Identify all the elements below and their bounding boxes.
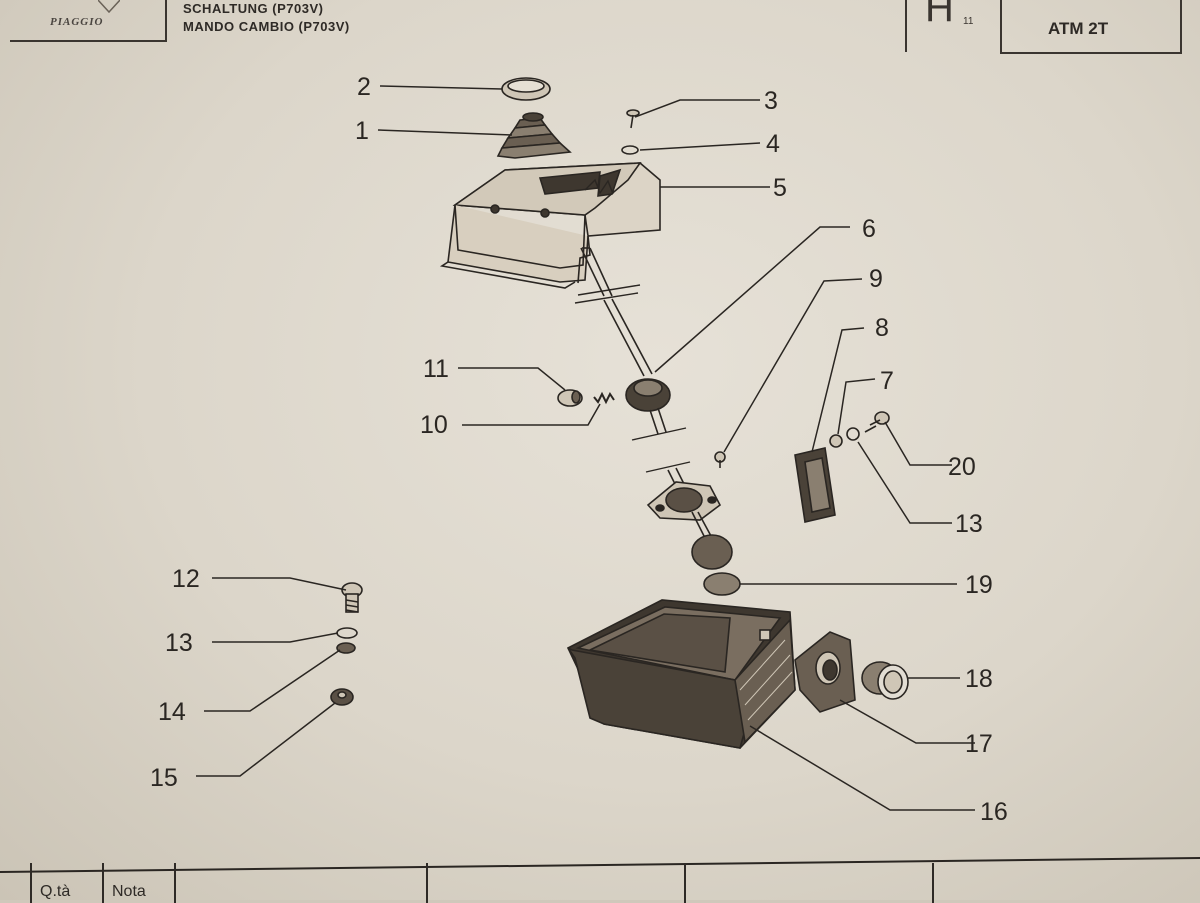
part-10-spring (593, 391, 615, 405)
section-title-german: SCHALTUNG (P703V) (183, 1, 324, 16)
callout-19: 19 (965, 571, 993, 599)
callout-1: 1 (355, 117, 369, 145)
callout-6: 6 (862, 215, 876, 243)
column-6 (932, 863, 1184, 903)
callout-numbers: 2 1 3 4 5 6 9 8 7 11 10 20 13 12 19 13 1… (150, 73, 1008, 826)
section-title-spanish: MANDO CAMBIO (P703V) (183, 19, 350, 34)
page-letter: H (925, 0, 954, 30)
callout-9: 9 (869, 265, 883, 293)
callout-5: 5 (773, 174, 787, 202)
page-header: PIAGGIO SCHALTUNG (P703V) MANDO CAMBIO (… (0, 0, 1200, 60)
callout-13-right: 13 (955, 510, 983, 538)
part-15-nut (330, 688, 354, 706)
callout-8: 8 (875, 314, 889, 342)
part-1-gaiter (496, 112, 572, 159)
callout-16: 16 (980, 798, 1008, 826)
page-number: 11 (963, 16, 974, 27)
callout-17: 17 (965, 730, 993, 758)
page-index-box: H 11 (905, 0, 1002, 52)
part-7-washer (829, 434, 843, 448)
note-column-label: Nota (112, 883, 146, 900)
leader-lines (196, 85, 975, 811)
part-4-washer (621, 145, 639, 155)
brand-name: PIAGGIO (50, 16, 104, 28)
callout-11: 11 (423, 355, 449, 383)
part-19-cap (703, 572, 741, 596)
column-3 (174, 863, 428, 903)
note-column: Nota (102, 863, 176, 903)
parts-table-header: Q.tà Nota (0, 858, 1200, 903)
piaggio-logo-icon (98, 0, 120, 14)
callout-20: 20 (948, 453, 976, 481)
callout-12: 12 (172, 565, 200, 593)
part-16-housing (566, 599, 796, 749)
part-18-bushing (861, 661, 909, 700)
callout-4: 4 (766, 130, 780, 158)
part-20-bolt (864, 411, 890, 433)
part-12-bolt (341, 582, 363, 613)
qty-column: Q.tà (30, 863, 104, 903)
callout-13-left: 13 (165, 629, 193, 657)
callout-7: 7 (880, 367, 894, 395)
qty-column-label: Q.tà (40, 883, 71, 900)
part-2-cap (501, 77, 551, 101)
part-6-lever (574, 247, 733, 570)
part-5-cover (439, 162, 661, 289)
part-3-screw (626, 109, 640, 129)
callout-2: 2 (357, 73, 371, 101)
callout-10: 10 (420, 411, 448, 439)
part-9-screw (714, 451, 726, 468)
column-4 (426, 863, 686, 903)
callout-14: 14 (158, 698, 186, 726)
column-5 (684, 863, 934, 903)
model-name: ATM 2T (1048, 19, 1109, 38)
part-17-clamp (794, 631, 856, 713)
part-13-washer-lower (336, 627, 358, 639)
part-8-plate (794, 447, 836, 523)
part-13-washer-upper (846, 427, 860, 441)
model-box: ATM 2T (1000, 0, 1182, 54)
part-14-lock-washer (336, 642, 356, 654)
callout-18: 18 (965, 665, 993, 693)
callout-15: 15 (150, 764, 178, 792)
brand-box: PIAGGIO (10, 0, 167, 42)
callout-3: 3 (764, 87, 778, 115)
footer-rule (0, 857, 1200, 873)
part-11-pin (557, 389, 583, 407)
